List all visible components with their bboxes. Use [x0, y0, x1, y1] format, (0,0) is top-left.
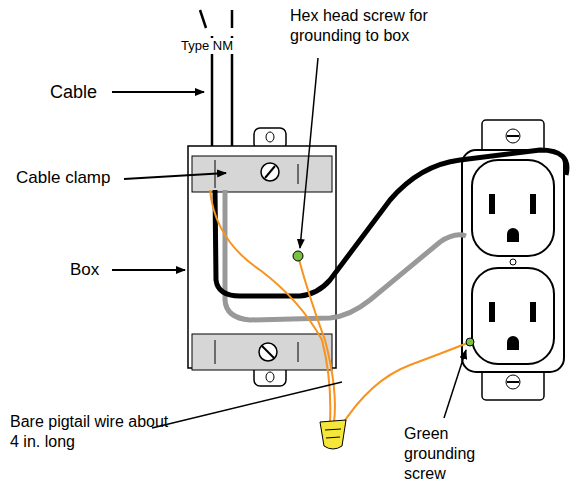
- wire-nut: [320, 420, 346, 449]
- screw-slot: [262, 346, 274, 358]
- leader-arrow: [444, 350, 466, 418]
- neutral-wire: [225, 190, 466, 320]
- wire-nut-rib: [326, 437, 340, 438]
- center-mark: [510, 259, 516, 265]
- part-label: Cable: [50, 81, 97, 104]
- leader-arrow: [112, 91, 204, 93]
- ground-pigtail: [298, 256, 335, 422]
- ground-hole: [507, 336, 519, 350]
- clamp-screw: [261, 163, 279, 181]
- clamp-edge: [298, 164, 299, 184]
- outlet-slot: [489, 194, 495, 214]
- hex-screw: [293, 251, 303, 261]
- part-label: Cable clamp: [16, 167, 111, 188]
- leader-arrow: [300, 58, 318, 248]
- outlet-slot: [489, 302, 495, 322]
- screw-slot: [507, 381, 519, 383]
- outlet-slot: [530, 302, 536, 322]
- part-label: Hex head screw for grounding to box: [290, 6, 480, 46]
- part-label: Type NM: [178, 38, 236, 54]
- hot-wire: [215, 150, 567, 296]
- green-screw: [466, 338, 474, 346]
- cable-clamp: [192, 334, 332, 370]
- clamp-edge: [298, 342, 299, 362]
- outlet-face: [472, 268, 554, 364]
- ear-hole: [266, 372, 274, 382]
- ground-hole: [507, 228, 519, 242]
- outlet-face: [472, 160, 554, 256]
- outlet-slot: [530, 194, 536, 214]
- receptacle-body: [462, 150, 564, 372]
- leader-arrow: [124, 173, 226, 179]
- screw-slot: [507, 135, 519, 137]
- mounting-screw: [506, 129, 520, 143]
- cable-mark: [231, 10, 234, 28]
- part-label: Box: [70, 259, 99, 280]
- leader-line: [152, 382, 342, 428]
- cable-sheath: [211, 36, 214, 158]
- cable-mark: [200, 10, 206, 28]
- ground-wire: [340, 342, 470, 428]
- screw-slot: [265, 166, 275, 178]
- part-label: Green grounding screw: [404, 424, 502, 484]
- clamp-edge: [215, 340, 216, 364]
- leader-arrow: [112, 269, 185, 271]
- wire-nut-rib: [325, 429, 341, 430]
- clamp-screw: [259, 343, 277, 361]
- part-label: Bare pigtail wire about 4 in. long: [10, 412, 170, 452]
- ear-hole: [266, 132, 274, 142]
- cable-sheath: [231, 36, 234, 158]
- mounting-screw: [506, 375, 520, 389]
